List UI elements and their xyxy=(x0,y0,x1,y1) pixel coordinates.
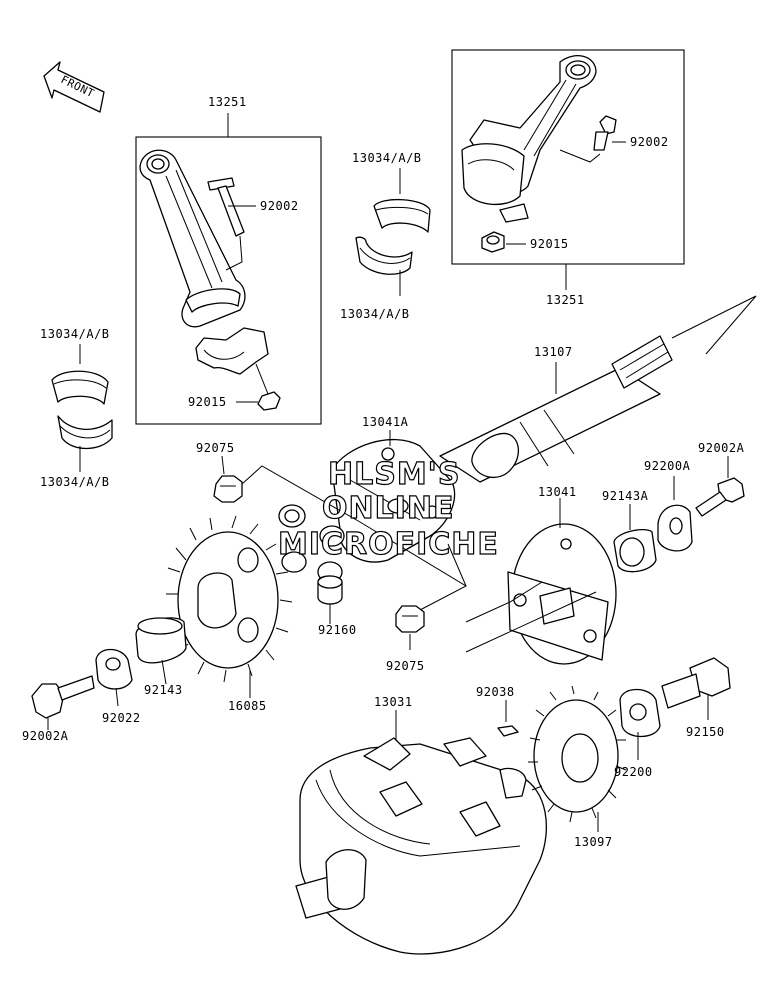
part-label-92075-bottom: 92075 xyxy=(386,659,425,673)
crankshaft-13031 xyxy=(295,737,548,955)
part-label-92002A-left: 92002A xyxy=(22,729,69,743)
part-label-92200: 92200 xyxy=(614,765,653,779)
watermark-line-2: ONLINE xyxy=(322,491,455,526)
part-label-13034-l1: 13034/A/B xyxy=(40,327,110,341)
part-label-13251-right: 13251 xyxy=(546,293,585,307)
watermark-line-3: MICROFICHE xyxy=(278,527,499,562)
rod-cap-left xyxy=(195,327,269,375)
front-arrow-icon: FRONT xyxy=(43,61,105,113)
rod-nut-92015-left xyxy=(257,391,281,411)
balancer-weight-13041A xyxy=(331,438,456,563)
part-label-16085: 16085 xyxy=(228,699,267,713)
part-label-92038: 92038 xyxy=(476,685,515,699)
washer-92022 xyxy=(95,648,133,690)
bearing-shell-upper-left xyxy=(51,370,109,405)
connecting-rod-right xyxy=(461,55,597,223)
part-label-92015-left: 92015 xyxy=(188,395,227,409)
part-label-92002-right: 92002 xyxy=(630,135,669,149)
part-label-92160: 92160 xyxy=(318,623,357,637)
damper-92075-top xyxy=(213,475,243,503)
part-label-92150: 92150 xyxy=(686,725,725,739)
washer-92200 xyxy=(619,688,661,738)
part-label-13107: 13107 xyxy=(534,345,573,359)
part-label-92015-right: 92015 xyxy=(530,237,569,251)
part-label-92022: 92022 xyxy=(102,711,141,725)
watermark-line-1: HLSM'S xyxy=(328,457,460,492)
part-label-13031: 13031 xyxy=(374,695,413,709)
balancer-weight-13041 xyxy=(507,523,617,665)
bearing-shell-lower-left xyxy=(57,415,113,450)
rod-bolt-92002-right xyxy=(593,115,617,151)
part-label-92143: 92143 xyxy=(144,683,183,697)
collar-92160 xyxy=(317,575,343,605)
collar-92143 xyxy=(135,617,187,664)
part-label-13041A: 13041A xyxy=(362,415,409,429)
part-label-13034-l2: 13034/A/B xyxy=(40,475,110,489)
part-label-13251-left: 13251 xyxy=(208,95,247,109)
rod-bolt-92002-left xyxy=(207,177,256,237)
part-label-13097: 13097 xyxy=(574,835,613,849)
connecting-rod-box-right xyxy=(451,49,685,265)
part-label-13034-top: 13034/A/B xyxy=(352,151,422,165)
balancer-shaft-13107 xyxy=(439,335,673,483)
part-label-13041: 13041 xyxy=(538,485,577,499)
connecting-rod-left xyxy=(139,149,246,328)
rod-nut-92015-right xyxy=(481,231,505,253)
part-label-92143A: 92143A xyxy=(602,489,649,503)
bolt-92002A-right xyxy=(695,477,745,517)
part-label-92200A: 92200A xyxy=(644,459,691,473)
part-label-92075-top: 92075 xyxy=(196,441,235,455)
part-label-92002-left: 92002 xyxy=(260,199,299,213)
bolt-92150 xyxy=(661,657,731,709)
washer-92200A xyxy=(657,504,693,552)
gear-13097 xyxy=(528,685,627,823)
key-92038 xyxy=(497,725,519,737)
watermark: HLSM'S ONLINE MICROFICHE xyxy=(277,456,499,562)
bearing-shell-upper-mid xyxy=(373,198,431,233)
part-label-13034-mid: 13034/A/B xyxy=(340,307,410,321)
bearing-shell-lower-mid xyxy=(355,236,413,275)
cam-sprocket-16085 xyxy=(166,515,293,683)
damper-92075-bottom xyxy=(395,605,425,633)
part-label-92002A-right: 92002A xyxy=(698,441,745,455)
collar-92143A xyxy=(613,528,657,573)
bolt-92002A-left xyxy=(31,675,95,719)
